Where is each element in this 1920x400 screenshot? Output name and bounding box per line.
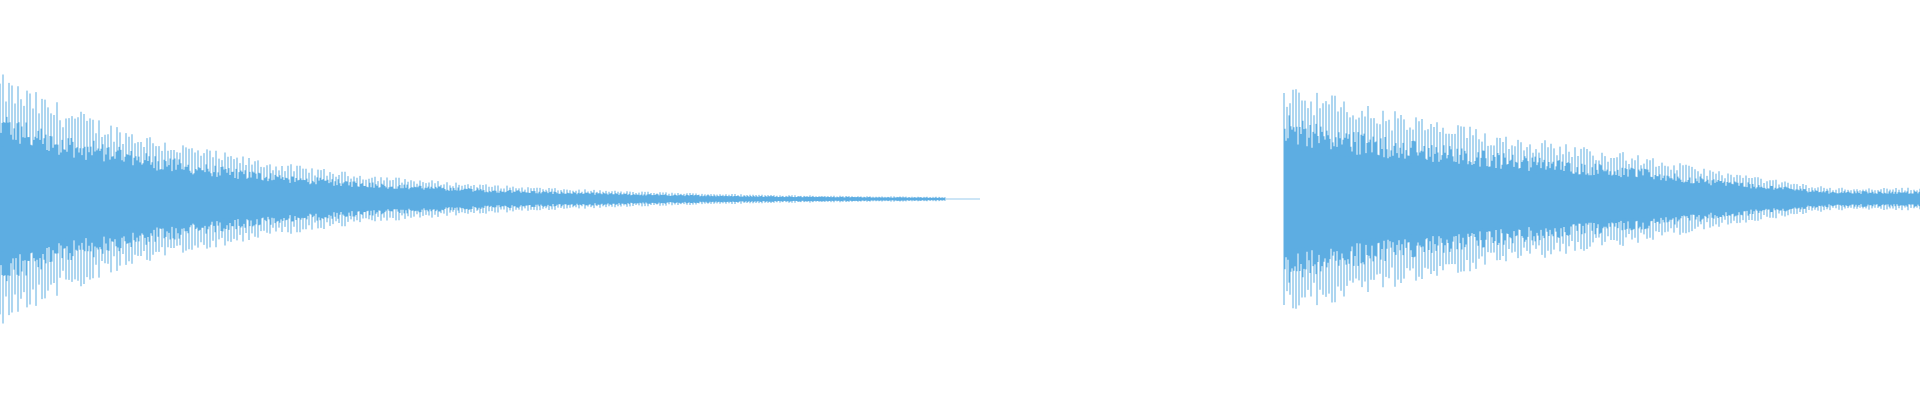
waveform-segment-2-core	[1283, 147, 1920, 251]
waveform-segment-1-core	[0, 146, 946, 252]
waveform-samples	[0, 74, 1920, 324]
waveform-segment-1-tail	[944, 198, 980, 200]
